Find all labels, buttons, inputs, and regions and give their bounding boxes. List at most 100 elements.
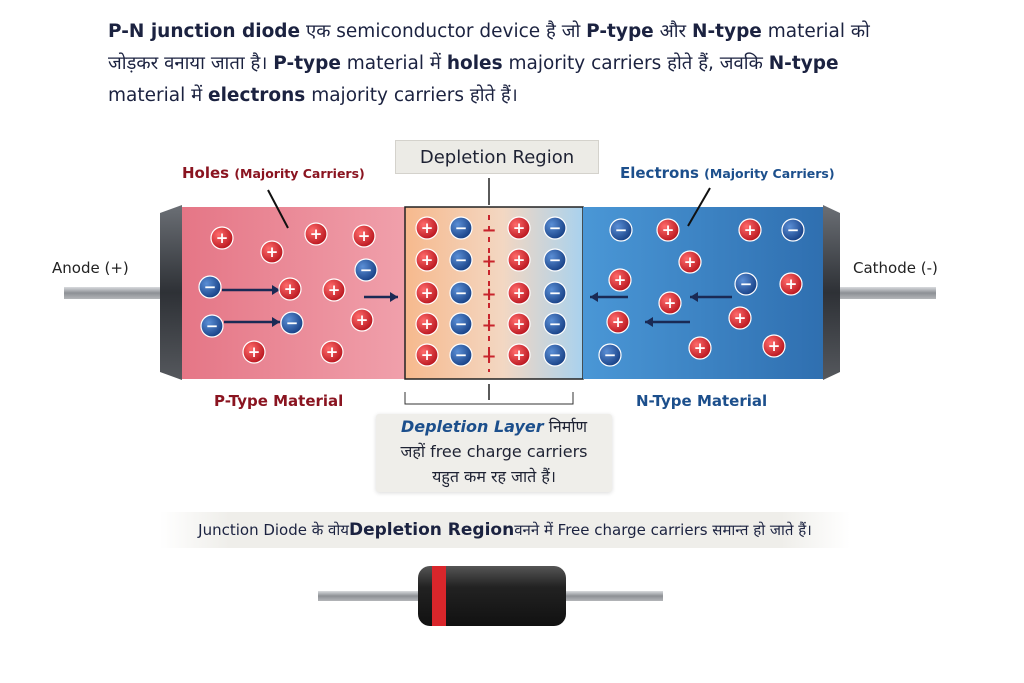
electron-icon (198, 275, 222, 299)
holes-pointer-arrow (267, 189, 289, 229)
electron-icon (598, 343, 622, 367)
junction-charge-icon: + (481, 346, 496, 367)
hole-icon (320, 340, 344, 364)
intro-text: material में (108, 85, 209, 106)
plus-sign-icon: + (328, 281, 341, 299)
intro-text: P-type (586, 21, 654, 42)
hole-icon (350, 308, 374, 332)
hole-icon (415, 248, 439, 272)
banner-highlight: Depletion Region (348, 520, 515, 540)
carrier-arrows (222, 285, 732, 327)
electron-icon (609, 218, 633, 242)
minus-sign-icon: − (204, 278, 217, 296)
arrowhead-icon (690, 292, 698, 302)
junction-charge-icon: + (481, 284, 496, 305)
electron-icon (781, 218, 805, 242)
minus-sign-icon: − (455, 284, 468, 302)
hole-icon (210, 226, 234, 250)
anode-label: Anode (+) (52, 259, 129, 277)
plus-sign-icon: + (662, 221, 675, 239)
banner-text: वनने में Free charge carriers समान्त हो … (514, 521, 812, 539)
hole-icon (507, 216, 531, 240)
depletion-layer-title: Depletion Layer (400, 417, 544, 436)
cathode-lead (836, 287, 936, 299)
intro-text: P-N junction diode (108, 21, 301, 42)
electron-icon (449, 343, 473, 367)
intro-text: majority carriers होते हैं, जवकि (502, 53, 769, 74)
electron-icon (449, 216, 473, 240)
depletion-bracket (404, 392, 574, 405)
minus-sign-icon: − (455, 219, 468, 237)
minus-sign-icon: − (549, 346, 562, 364)
electron-icon (449, 281, 473, 305)
left-end-cap (160, 205, 182, 380)
right-end-cap (823, 205, 840, 380)
hole-icon (738, 218, 762, 242)
plus-sign-icon: + (421, 284, 434, 302)
hole-icon (507, 281, 531, 305)
intro-text: P-type (273, 53, 341, 74)
hole-icon (656, 218, 680, 242)
carriers: ++++−+−+−−++++−+−+−+−+−+−+−+−+−+−−++−+−+… (198, 216, 805, 367)
depletion-layer-line2: जहों free charge carriers (400, 442, 588, 461)
hole-icon (779, 272, 803, 296)
minus-sign-icon: − (360, 261, 373, 279)
plus-sign-icon: + (513, 315, 526, 333)
electron-icon (543, 343, 567, 367)
electrons-label-text: Electrons (620, 164, 699, 182)
hole-icon (304, 222, 328, 246)
plus-sign-icon: + (421, 346, 434, 364)
plus-sign-icon: + (356, 311, 369, 329)
banner-text: Junction Diode के वोय (198, 521, 349, 539)
electron-icon (543, 216, 567, 240)
plus-sign-icon: + (513, 219, 526, 237)
junction-charge-icon: + (481, 315, 496, 336)
hole-icon (678, 250, 702, 274)
plus-sign-icon: + (684, 253, 697, 271)
plus-sign-icon: + (310, 225, 323, 243)
electron-icon (543, 281, 567, 305)
plus-sign-icon: + (612, 313, 625, 331)
arrowhead-icon (590, 292, 598, 302)
p-type-label: P-Type Material (214, 392, 344, 410)
minus-sign-icon: − (206, 317, 219, 335)
plus-sign-icon: + (421, 251, 434, 269)
hole-icon (507, 312, 531, 336)
minus-sign-icon: − (286, 314, 299, 332)
hole-icon (658, 291, 682, 315)
minus-sign-icon: − (549, 284, 562, 302)
arrowhead-icon (390, 292, 398, 302)
hole-icon (415, 312, 439, 336)
electrons-label: Electrons (Majority Carriers) (620, 164, 835, 182)
hole-icon (415, 281, 439, 305)
plus-sign-icon: + (768, 337, 781, 355)
hole-icon (242, 340, 266, 364)
intro-text: और (653, 21, 692, 42)
intro-paragraph: P-N junction diode एक semiconductor devi… (108, 16, 908, 112)
depletion-region-label: Depletion Region (395, 140, 599, 174)
hole-icon (762, 334, 786, 358)
electron-icon (543, 312, 567, 336)
anode-lead (64, 287, 164, 299)
hole-icon (278, 277, 302, 301)
minus-sign-icon: − (740, 275, 753, 293)
arrowhead-icon (272, 285, 280, 295)
hole-icon (415, 216, 439, 240)
depletion-layer-suffix: निर्माण (543, 417, 588, 436)
holes-label-sub: (Majority Carriers) (234, 166, 365, 181)
plus-sign-icon: + (284, 280, 297, 298)
small-diode-body (418, 566, 566, 626)
minus-sign-icon: − (604, 346, 617, 364)
minus-sign-icon: − (549, 251, 562, 269)
minus-sign-icon: − (549, 219, 562, 237)
electron-icon (543, 248, 567, 272)
arrowhead-icon (645, 317, 653, 327)
plus-sign-icon: + (513, 284, 526, 302)
intro-text: material में (340, 53, 447, 74)
intro-text: holes (446, 53, 503, 74)
hole-icon (260, 240, 284, 264)
electron-icon (734, 272, 758, 296)
hole-icon (415, 343, 439, 367)
plus-sign-icon: + (694, 339, 707, 357)
